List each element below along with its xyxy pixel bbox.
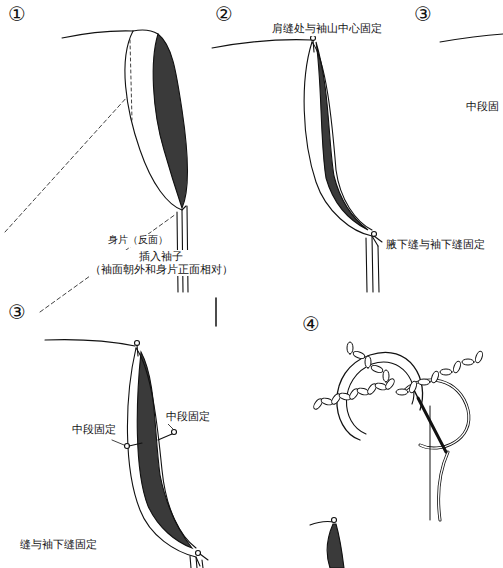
step-number: ④ (302, 312, 320, 337)
armhole-outline (127, 348, 200, 566)
body-edge (45, 340, 135, 346)
divider (215, 298, 217, 326)
note: 中段固定 (166, 410, 210, 424)
stitch (347, 342, 353, 354)
stitch (452, 360, 462, 373)
stitch (474, 350, 484, 363)
fabric-loop (337, 352, 423, 440)
needle-tip (414, 390, 419, 400)
guide-dash (130, 40, 132, 120)
guide-dash (5, 96, 128, 232)
pin (332, 518, 337, 523)
step-number: ② (215, 2, 233, 27)
needle (418, 398, 446, 452)
stitch (370, 364, 383, 374)
pin (200, 554, 208, 560)
sleeve-seam-allowance (153, 34, 187, 208)
stitch (383, 370, 389, 382)
note: 肩缝处与袖山中心固定 (272, 22, 382, 36)
body-edge (310, 521, 335, 525)
blanket-stitch (312, 342, 484, 411)
pin (137, 345, 138, 356)
leader-line (112, 440, 124, 445)
step-number: ③ (8, 300, 26, 325)
stitch (365, 356, 371, 368)
body-edge (212, 40, 312, 48)
note: 缝与袖下缝固定 (20, 538, 97, 552)
note: 插入袖子 （袖面朝外和身片正面相对） (72, 250, 250, 276)
sleeve-edge (136, 348, 196, 548)
sleeve-underarm (190, 556, 203, 568)
note: 腋下缝与袖下缝固定 (386, 238, 485, 252)
thread-loop (405, 380, 469, 448)
fabric-loop (346, 362, 413, 434)
stitch (440, 369, 452, 375)
sleeve-seam-allowance (316, 42, 368, 230)
sleeve-seam-allowance (327, 524, 344, 568)
stitch (430, 370, 440, 383)
stitch (418, 379, 430, 385)
sleeve-edge (312, 42, 372, 230)
part-name: 身片（反面） (108, 234, 168, 247)
note: 中段固定 (72, 423, 116, 437)
body-edge (440, 34, 503, 42)
stitch (396, 389, 408, 395)
sleeve-underarm (366, 236, 379, 292)
leader-line (168, 424, 173, 429)
sleeve-cap (133, 30, 158, 34)
step-number: ③ (414, 2, 432, 27)
thread (438, 452, 448, 520)
pin (196, 551, 201, 556)
pin (129, 443, 142, 446)
sleeve-underarm (177, 206, 188, 292)
pin (313, 40, 314, 52)
note: 中段固 (466, 100, 499, 114)
step-number: ① (8, 2, 26, 27)
sleeve-seam-allowance (137, 352, 192, 548)
body-edge (62, 31, 133, 38)
stitch (352, 350, 365, 360)
stitch (408, 380, 418, 393)
stitch (462, 359, 474, 365)
thread-loop (405, 380, 469, 448)
pin (374, 236, 382, 242)
armhole-outline (304, 42, 378, 246)
thread (438, 452, 448, 520)
pin (158, 434, 172, 440)
